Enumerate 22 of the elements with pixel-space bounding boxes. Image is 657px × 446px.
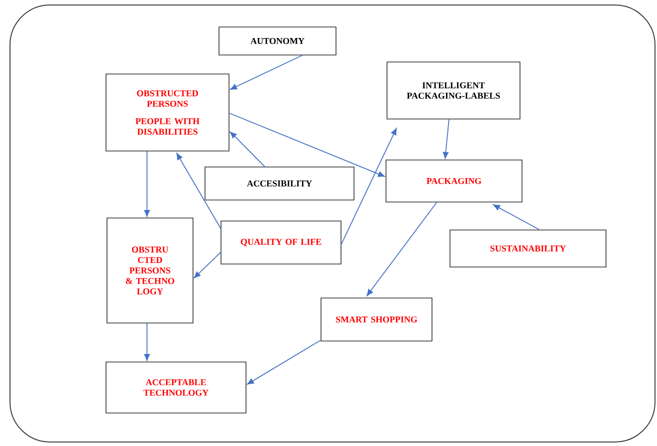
concept-box: SMART SHOPPING xyxy=(320,298,432,342)
arrow xyxy=(493,204,540,230)
arrow xyxy=(228,112,385,177)
arrow xyxy=(340,128,397,246)
arrow xyxy=(176,153,222,230)
concept-box: INTELLIGENT PACKAGING-LABELS xyxy=(386,62,520,120)
arrow xyxy=(442,118,450,159)
concept-box: ACCEPTABLE TECHNOLOGY xyxy=(106,362,246,414)
arrow xyxy=(366,202,438,296)
concept-box: PACKAGING xyxy=(386,160,522,202)
concept-box: AUTONOMY xyxy=(218,26,336,56)
arrow xyxy=(230,54,304,90)
arrow xyxy=(144,322,150,361)
arrow xyxy=(247,340,322,385)
arrow xyxy=(144,150,150,217)
concept-box: ACCESIBILITY xyxy=(204,166,354,200)
concept-box: QUALITY OF LIFE xyxy=(220,220,342,264)
arrow xyxy=(194,252,222,278)
arrow xyxy=(230,132,266,168)
concept-box: OBSTRU CTED PERSONS & TECHNO LOGY xyxy=(106,218,194,324)
concept-box: SUSTAINABILITY xyxy=(450,230,606,268)
concept-box: OBSTRUCTED PERSONS PEOPLE WITH DISABILITIES xyxy=(106,74,230,152)
